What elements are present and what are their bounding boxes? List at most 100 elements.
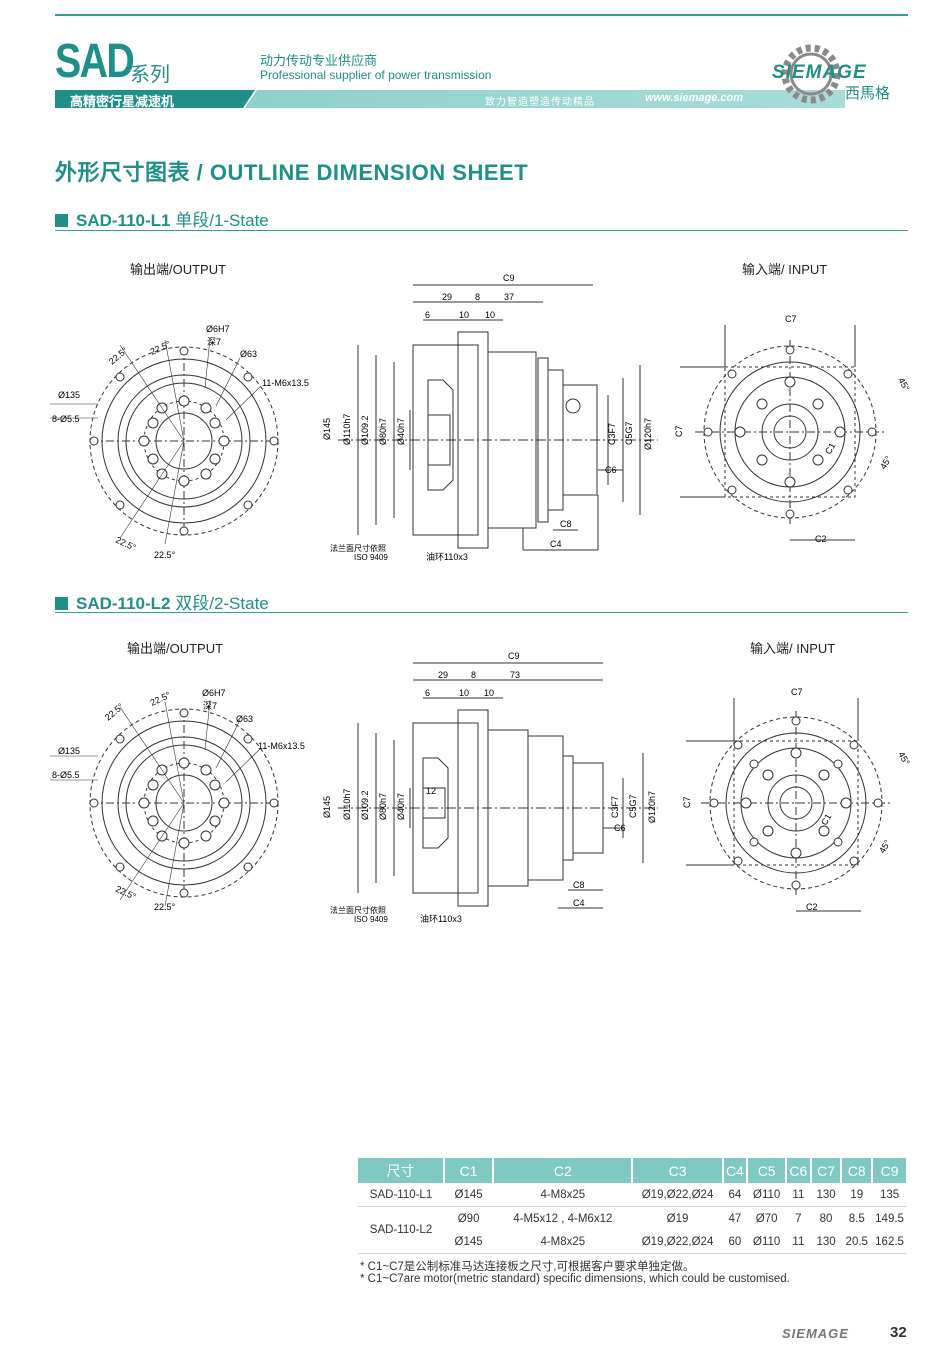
- dim-label: Ø40h7: [396, 793, 406, 820]
- dim-label: C6: [605, 465, 617, 475]
- angle-label: 22.5°: [154, 902, 176, 912]
- dim-label: 6: [425, 688, 430, 698]
- table-cell: 135: [872, 1183, 907, 1207]
- angle-label: 22.5°: [107, 345, 130, 366]
- note-label: ISO 9409: [354, 915, 388, 924]
- dim-label: 8: [471, 670, 476, 680]
- dim-label: C3F7: [610, 796, 620, 818]
- page-title: 外形尺寸图表 / OUTLINE DIMENSION SHEET: [55, 160, 529, 185]
- output-front-view-l1: 22.5° 22.5° 22.5° 22.5° Ø6H7 深7 Ø63 11-M…: [50, 324, 309, 560]
- footnote-cn: * C1~C7是公制标准马达连接板之尺寸,可根据客户要求单独定做。: [360, 1261, 695, 1273]
- pcd-label: Ø63: [236, 714, 253, 724]
- table-cell: 8.5: [841, 1206, 873, 1230]
- brand-name: SIEMAGE: [772, 62, 867, 83]
- dim-label: C8: [573, 880, 585, 890]
- dim-label: Ø80h7: [378, 793, 388, 820]
- tagline-en: Professional supplier of power transmiss…: [260, 68, 492, 82]
- dim-label: C2: [806, 902, 818, 912]
- dim-label: 10: [484, 688, 494, 698]
- dim-label: C4: [573, 898, 585, 908]
- brand-name-cn: 西馬格: [845, 84, 891, 102]
- output-front-view-l2: 22.5° 22.5° 22.5° 22.5° Ø6H7 深7 Ø63 11-M…: [50, 688, 305, 912]
- bolt-circle-label: Ø135: [58, 390, 80, 400]
- dim-label: C7: [785, 314, 797, 324]
- dim-label: Ø109.2: [360, 790, 370, 820]
- input-rear-view-l1: C7 C7 45° 45° C1 C2: [674, 314, 912, 544]
- dim-label: Ø120h7: [643, 418, 653, 450]
- section-title-l2: SAD-110-L2 双段/2-State: [55, 589, 269, 614]
- table-cell: 80: [810, 1206, 842, 1230]
- gear-logo-icon: [781, 44, 841, 104]
- table-cell: 130: [810, 1230, 842, 1254]
- output-label: 输出端/OUTPUT: [130, 262, 227, 277]
- table-cell: 60: [722, 1230, 748, 1254]
- depth-label: 深7: [207, 337, 221, 347]
- dim-label: Ø110h7: [342, 414, 352, 445]
- dim-label: 8: [475, 292, 480, 302]
- dim-label: C1: [823, 441, 837, 456]
- table-header-row: 尺寸 C1 C2 C3 C4 C5 C6 C7 C8 C9: [358, 1158, 908, 1183]
- section-rule: [55, 230, 908, 231]
- header-bar: [55, 90, 845, 108]
- holes-label: 8-Ø5.5: [52, 414, 80, 424]
- table-cell: Ø19,Ø22,Ø24: [632, 1230, 723, 1254]
- side-view-l1: C9 29 8 37 6 10 10 Ø145 Ø110h7 Ø109.2 Ø8…: [322, 273, 658, 562]
- note-label: 油环110x3: [426, 551, 468, 562]
- angle-label: 45°: [896, 376, 912, 393]
- angle-label: 22.5°: [114, 535, 138, 553]
- dim-label: Ø110h7: [342, 789, 352, 820]
- thread-label: 11-M6x13.5: [258, 741, 305, 751]
- table-cell: SAD-110-L1: [358, 1183, 445, 1207]
- dim-label: C5G7: [628, 794, 638, 818]
- dim-label: C7: [791, 687, 803, 697]
- table-cell: 149.5: [872, 1206, 907, 1230]
- angle-label: 45°: [878, 454, 894, 471]
- bolt-circle-label: Ø135: [58, 746, 80, 756]
- input-rear-view-l2: C7 C7 45° 45° C1 C2: [682, 687, 912, 912]
- dim-label: C7: [674, 425, 684, 437]
- table-header: C1: [444, 1158, 495, 1183]
- table-cell: Ø145: [444, 1183, 494, 1207]
- dim-label: Ø145: [322, 418, 332, 440]
- table-cell: Ø90: [444, 1206, 494, 1230]
- table-cell: 4-M5x12 , 4-M6x12: [493, 1206, 633, 1230]
- table-row: SAD-110-L1 Ø145 4-M8x25 Ø19,Ø22,Ø24 64 Ø…: [358, 1183, 907, 1207]
- table-cell: 47: [722, 1206, 748, 1230]
- website-link[interactable]: www.siemage.com: [645, 92, 744, 104]
- angle-label: 22.5°: [114, 884, 138, 902]
- table-header: 尺寸: [358, 1158, 446, 1183]
- dim-label: C1: [819, 812, 833, 827]
- table-cell: 7: [786, 1206, 811, 1230]
- dim-label: Ø40h7: [396, 418, 406, 445]
- table-cell: Ø19: [632, 1206, 723, 1230]
- table-header: C2: [493, 1158, 634, 1183]
- note-label: 法兰面尺寸依照: [330, 905, 386, 915]
- thread-label: 11-M6x13.5: [262, 378, 309, 388]
- dim-label: Ø109.2: [360, 415, 370, 445]
- table-header: C8: [841, 1158, 874, 1183]
- dim-label: C7: [682, 796, 692, 808]
- dim-label: C3F7: [607, 423, 617, 445]
- pin-label: Ø6H7: [206, 324, 230, 334]
- table-header: C4: [722, 1158, 749, 1183]
- table-cell: 4-M8x25: [493, 1183, 633, 1207]
- angle-label: 45°: [896, 750, 912, 767]
- page-number: 32: [890, 1324, 907, 1341]
- section-title-l1: SAD-110-L1 单段/1-State: [55, 206, 269, 231]
- footer-brand: SIEMAGE: [782, 1326, 849, 1341]
- table-cell: 162.5: [872, 1230, 907, 1254]
- product-line-label: 高精密行星减速机: [70, 94, 175, 109]
- input-label: 输入端/ INPUT: [742, 262, 828, 277]
- note-label: 油环110x3: [420, 913, 462, 924]
- dim-label: 10: [485, 310, 495, 320]
- tagline-cn: 动力传动专业供应商: [260, 53, 378, 68]
- dim-label: 10: [459, 688, 469, 698]
- table-cell: Ø110: [747, 1183, 787, 1207]
- dim-label: 6: [425, 310, 430, 320]
- dim-label: 73: [510, 670, 520, 680]
- dimension-table: 尺寸 C1 C2 C3 C4 C5 C6 C7 C8 C9 SAD-110-L1…: [358, 1158, 908, 1254]
- dim-label: C8: [560, 519, 572, 529]
- holes-label: 8-Ø5.5: [52, 770, 80, 780]
- footnote-en: * C1~C7are motor(metric standard) specif…: [360, 1273, 790, 1285]
- pcd-label: Ø63: [240, 349, 257, 359]
